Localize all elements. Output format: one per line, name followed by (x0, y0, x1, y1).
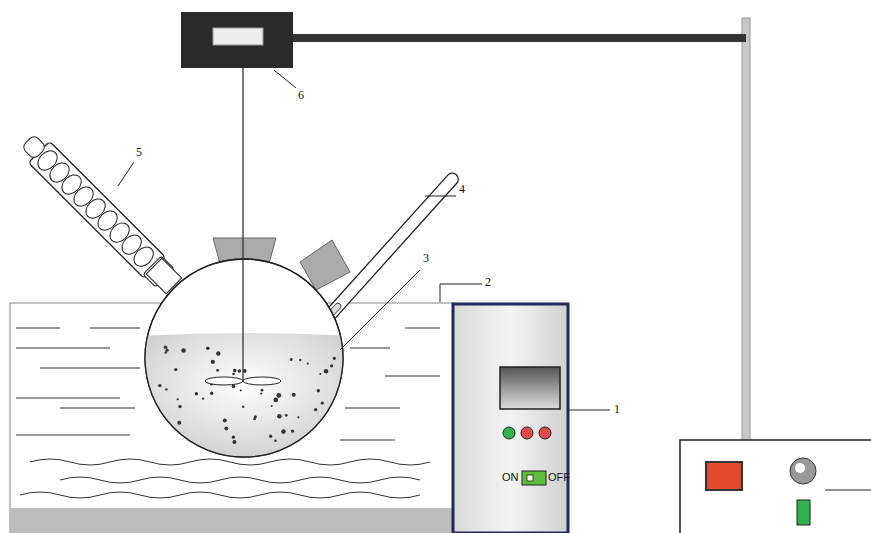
callout-number: 1 (614, 403, 620, 415)
callout-number: 4 (459, 183, 465, 195)
callout-number: 5 (136, 146, 142, 158)
callout-number: 6 (298, 89, 304, 101)
switch-label: ON (502, 472, 519, 483)
callout-number: 3 (423, 252, 429, 264)
switch-label: OFF (548, 472, 570, 483)
callout-number: 2 (485, 276, 491, 288)
